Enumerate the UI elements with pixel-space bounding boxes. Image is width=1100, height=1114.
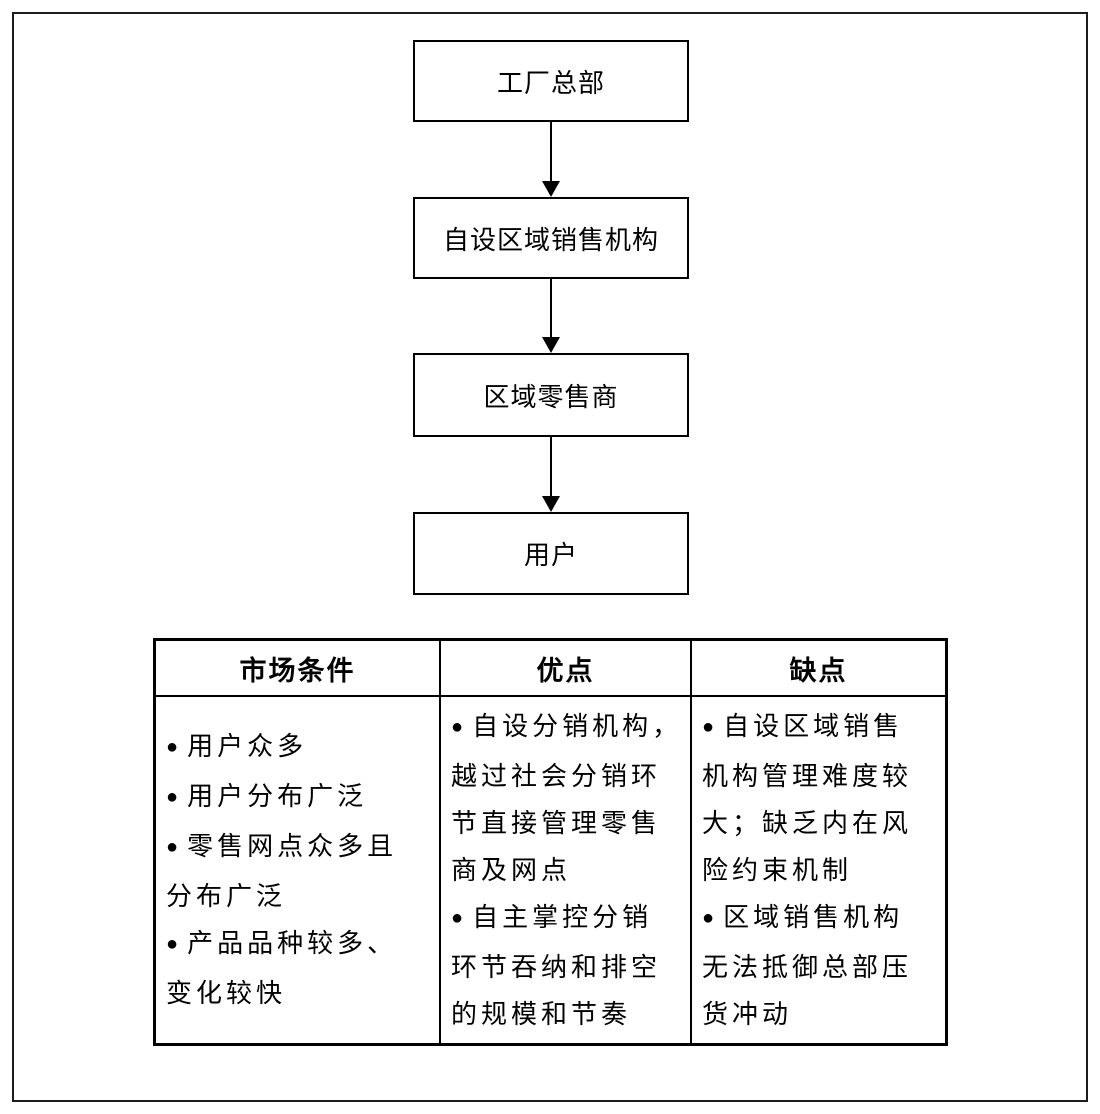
cell-market-conditions: ●用户众多 ●用户分布广泛 ●零售网点众多且 分布广泛 ●产品品种较多、 变化较… xyxy=(156,697,441,1043)
bullet-icon: ● xyxy=(166,786,179,808)
header-market-conditions: 市场条件 xyxy=(156,641,441,697)
down-arrow xyxy=(542,437,560,512)
list-item: ●产品品种较多、 变化较快 xyxy=(166,929,398,1008)
flow-node-label: 自设区域销售机构 xyxy=(442,225,659,255)
bullet-icon: ● xyxy=(451,906,464,929)
list-item: ●自主掌控分销 环节吞纳和排空 的规模和节奏 xyxy=(451,902,662,1029)
flow-node-regional-sales-org: 自设区域销售机构 xyxy=(413,197,689,279)
flow-node-label: 用户 xyxy=(523,541,578,570)
arrowhead-icon xyxy=(542,496,560,512)
bullet-icon: ● xyxy=(451,715,464,738)
header-disadvantages: 缺点 xyxy=(692,641,945,697)
flow-node-users: 用户 xyxy=(413,512,689,595)
cell-disadvantages: ●自设区域销售 机构管理难度较 大；缺乏内在风 险约束机制 ●区域销售机构 无法… xyxy=(692,697,945,1043)
list-item: ●自设分销机构， 越过社会分销环 节直接管理零售 商及网点 xyxy=(451,711,683,885)
cell-advantages: ●自设分销机构， 越过社会分销环 节直接管理零售 商及网点 ●自主掌控分销 环节… xyxy=(441,697,692,1043)
down-arrow xyxy=(542,122,560,197)
list-item: ●自设区域销售 机构管理难度较 大；缺乏内在风 险约束机制 xyxy=(702,711,913,885)
list-item: ●零售网点众多且 分布广泛 xyxy=(166,832,398,911)
arrow-shaft xyxy=(550,437,552,498)
list-item: ●用户众多 xyxy=(166,732,308,761)
arrow-shaft xyxy=(550,122,552,183)
header-advantages: 优点 xyxy=(441,641,692,697)
list-item: ●区域销售机构 无法抵御总部压 货冲动 xyxy=(702,902,913,1029)
arrowhead-icon xyxy=(542,181,560,197)
flow-node-label: 工厂总部 xyxy=(496,68,605,98)
list-item: ●用户分布广泛 xyxy=(166,782,368,811)
bullet-icon: ● xyxy=(166,736,179,758)
bullet-icon: ● xyxy=(166,836,179,858)
flow-node-label: 区域零售商 xyxy=(483,382,619,412)
down-arrow xyxy=(542,279,560,353)
arrow-shaft xyxy=(550,279,552,339)
arrowhead-icon xyxy=(542,337,560,353)
bullet-icon: ● xyxy=(702,906,715,929)
bullet-icon: ● xyxy=(166,933,179,955)
flow-node-regional-retailer: 区域零售商 xyxy=(413,353,689,437)
flow-node-factory-hq: 工厂总部 xyxy=(413,40,689,122)
comparison-table: 市场条件 优点 缺点 ●用户众多 ●用户分布广泛 ●零售网点众多且 分布广泛 ●… xyxy=(153,638,948,1046)
bullet-icon: ● xyxy=(702,715,715,738)
